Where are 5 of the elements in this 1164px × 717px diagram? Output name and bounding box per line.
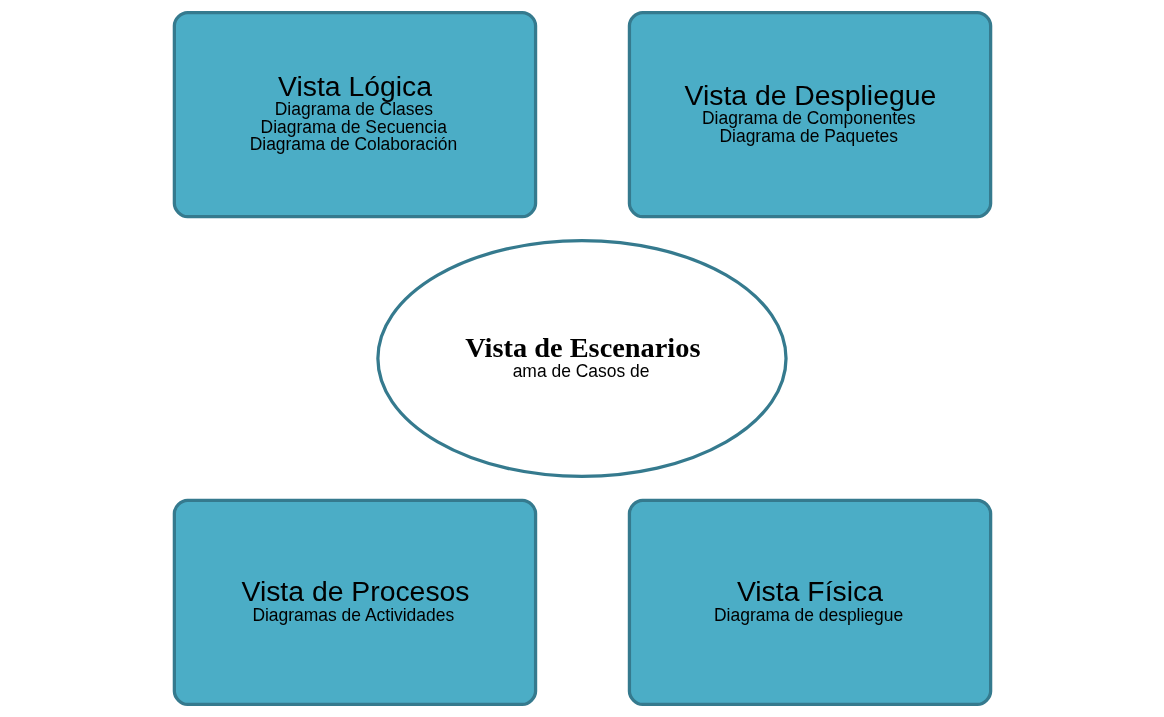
node-box: Vista de Despliegue Diagrama de Componentes Diagrama de Paquetes xyxy=(627,10,992,219)
node-box: Vista de Procesos Diagramas de Actividades xyxy=(172,498,537,707)
node-box: Vista Lógica Diagrama de Clases Diagrama de Secuencia Diagrama de Colaboración xyxy=(172,10,537,219)
node-ellipse: Vista de Escenarios ama de Casos de xyxy=(375,239,788,478)
node-box: Vista Física Diagrama de despliegue xyxy=(627,498,992,707)
